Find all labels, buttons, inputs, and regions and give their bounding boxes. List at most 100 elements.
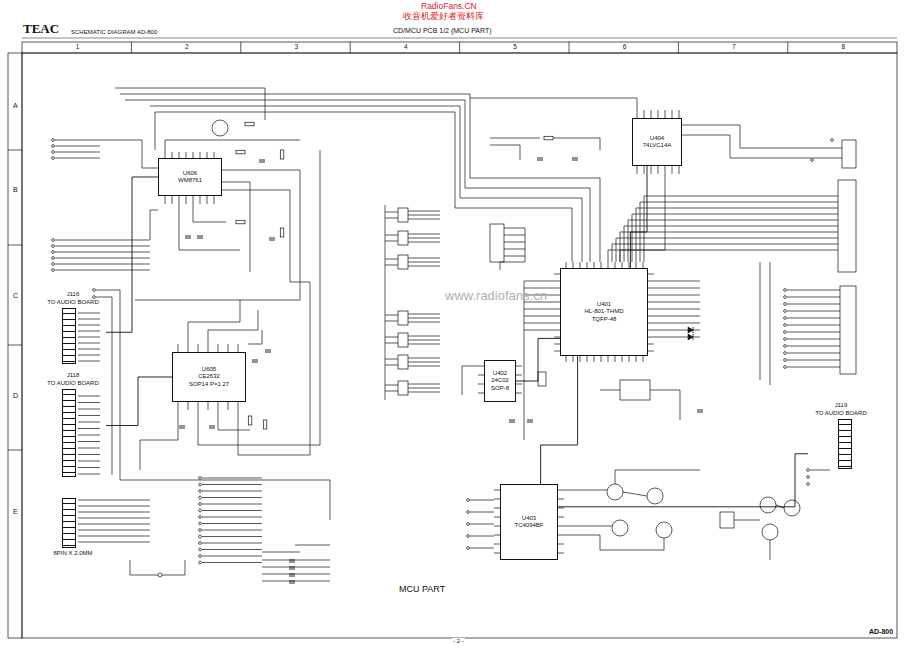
grid-row-letter: A: [12, 102, 19, 110]
wire: [629, 356, 630, 362]
wire: [408, 322, 440, 323]
part-reference: 8PIN X 2.0MM: [52, 550, 93, 558]
wire: [385, 321, 398, 322]
wire: [179, 204, 240, 250]
wire: [648, 281, 654, 282]
wire: [408, 362, 440, 363]
wire: [78, 461, 100, 462]
wire: [55, 270, 150, 271]
signal-wire: [106, 177, 158, 332]
grid-row-letter: B: [12, 186, 19, 194]
ic-package: U40474LVC14A: [632, 118, 682, 166]
wire: [350, 42, 351, 53]
wire: [787, 304, 840, 305]
test-point: [784, 296, 787, 299]
connector-symbol: [840, 286, 856, 374]
wire: [600, 390, 620, 391]
wire: [218, 410, 250, 430]
wire: [172, 196, 173, 204]
wire: [385, 205, 386, 400]
signal-wire: [558, 454, 808, 507]
connector-header: J118TO AUDIO BOARD: [40, 372, 106, 479]
wire: [654, 316, 700, 317]
wire: [408, 384, 440, 385]
wire: [648, 309, 654, 310]
column-strip: [22, 42, 897, 53]
wire: [408, 318, 440, 319]
wire: [636, 208, 838, 262]
transistor-symbol: [647, 488, 663, 504]
wire: [269, 238, 275, 239]
wire: [608, 250, 838, 262]
wire: [120, 94, 600, 262]
test-point: [467, 499, 470, 502]
wire: [218, 402, 219, 410]
wire: [252, 362, 258, 363]
wire: [601, 356, 602, 362]
signal-wire: [106, 377, 172, 426]
wire: [188, 300, 240, 344]
resistor-symbol: [263, 420, 267, 429]
wire: [612, 244, 838, 262]
wire: [78, 355, 100, 356]
wire: [78, 361, 100, 362]
transistor-symbol: [762, 524, 778, 540]
wire: [100, 140, 158, 168]
wire: [262, 574, 330, 575]
wire: [558, 535, 564, 536]
wire: [470, 536, 494, 537]
connector-housing: [62, 308, 76, 364]
part-reference: U402: [492, 370, 508, 378]
wire: [408, 358, 440, 359]
wire: [385, 391, 398, 392]
wire: [78, 512, 150, 513]
wire: [650, 390, 680, 420]
test-point: [199, 542, 202, 545]
connector-symbol: [842, 140, 856, 168]
wire: [787, 290, 840, 291]
wire: [504, 242, 525, 243]
wire: [202, 562, 262, 563]
test-point: [199, 496, 202, 499]
wire: [654, 288, 700, 289]
wire: [165, 196, 166, 204]
wire: [186, 196, 187, 204]
wire: [55, 146, 100, 147]
part-reference: U605: [201, 366, 217, 374]
wire: [504, 256, 525, 257]
wire: [262, 560, 330, 561]
wire: [179, 426, 185, 427]
test-point: [807, 483, 810, 486]
wire: [504, 228, 525, 229]
part-value: TC4094BF: [513, 522, 544, 530]
part-value: TO AUDIO BOARD: [814, 410, 868, 418]
wire: [408, 388, 440, 389]
wire: [202, 504, 262, 505]
wire: [640, 202, 838, 262]
wire: [408, 211, 440, 212]
connector-housing: [62, 389, 76, 477]
wire: [558, 544, 564, 545]
wire: [238, 344, 239, 352]
part-value: TO AUDIO BOARD: [46, 299, 100, 307]
wire: [462, 366, 478, 395]
wire: [644, 166, 645, 174]
wire: [185, 238, 191, 239]
wire: [648, 302, 654, 303]
wire: [385, 235, 398, 236]
component-outline: [720, 512, 734, 528]
wire: [78, 331, 100, 332]
wire: [385, 359, 398, 360]
wire: [125, 100, 590, 262]
wire: [787, 318, 840, 319]
wire: [408, 234, 440, 235]
wire: [193, 204, 226, 222]
part-value: SOP-8: [490, 385, 510, 393]
wire: [120, 290, 121, 480]
part-reference: U401: [596, 301, 612, 309]
wire: [78, 349, 100, 350]
wire: [265, 350, 271, 351]
test-point: [784, 331, 787, 334]
grid-row-letter: E: [12, 508, 19, 516]
